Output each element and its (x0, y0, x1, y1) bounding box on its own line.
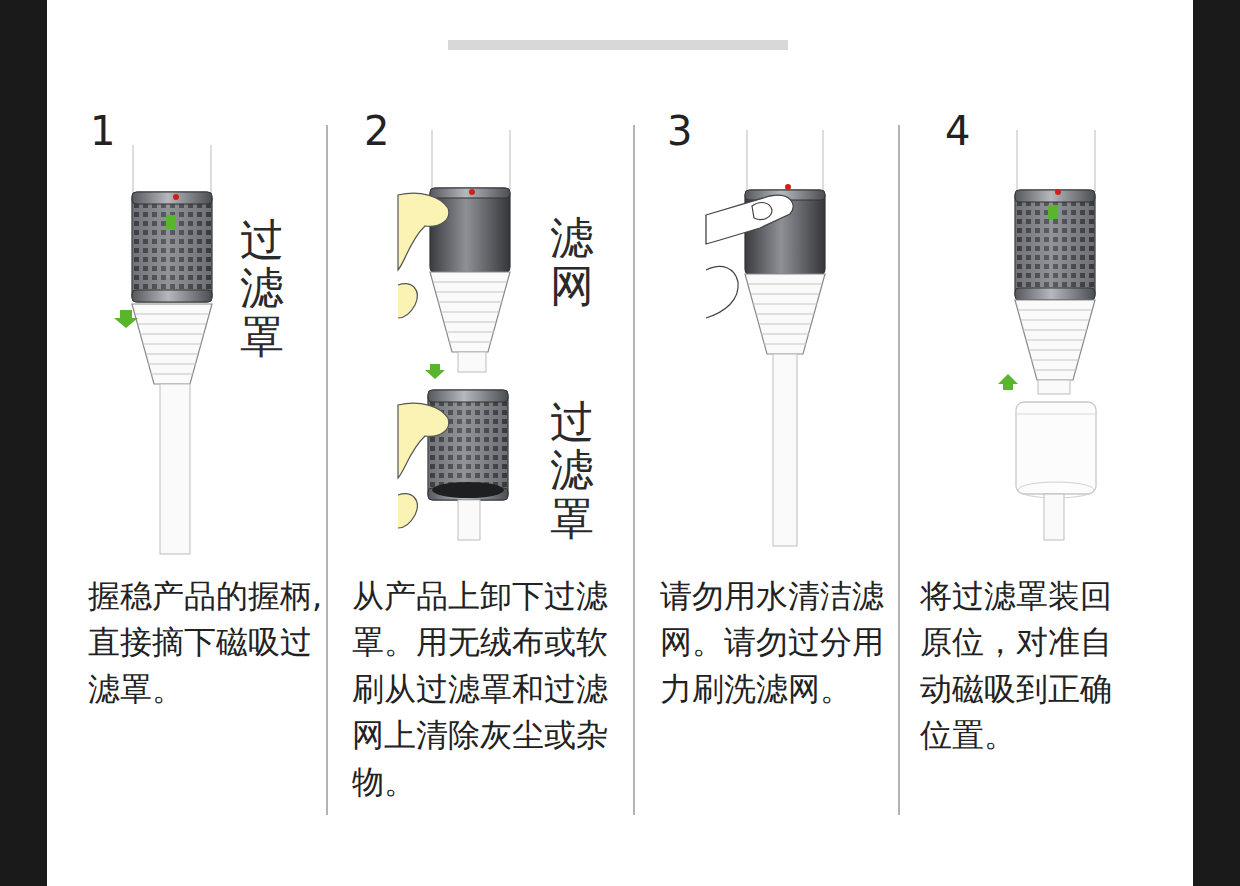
part-label: 过滤罩 (240, 216, 284, 361)
step-caption: 请勿用水清洁滤网。请勿过分用力刷洗滤网。 (660, 573, 896, 712)
part-label: 过滤罩 (550, 398, 594, 543)
part-label: 滤网 (550, 214, 594, 311)
step-number: 3 (667, 108, 692, 154)
step-number: 2 (364, 108, 389, 154)
step-caption: 将过滤罩装回原位，对准自动磁吸到正确位置。 (920, 573, 1132, 759)
step-caption: 握稳产品的握柄,直接摘下磁吸过滤罩。 (88, 573, 324, 712)
step-number: 4 (945, 108, 970, 154)
step-caption: 从产品上卸下过滤罩。用无绒布或软刷从过滤罩和过滤网上清除灰尘或杂物。 (352, 573, 624, 805)
step-number: 1 (90, 108, 115, 154)
